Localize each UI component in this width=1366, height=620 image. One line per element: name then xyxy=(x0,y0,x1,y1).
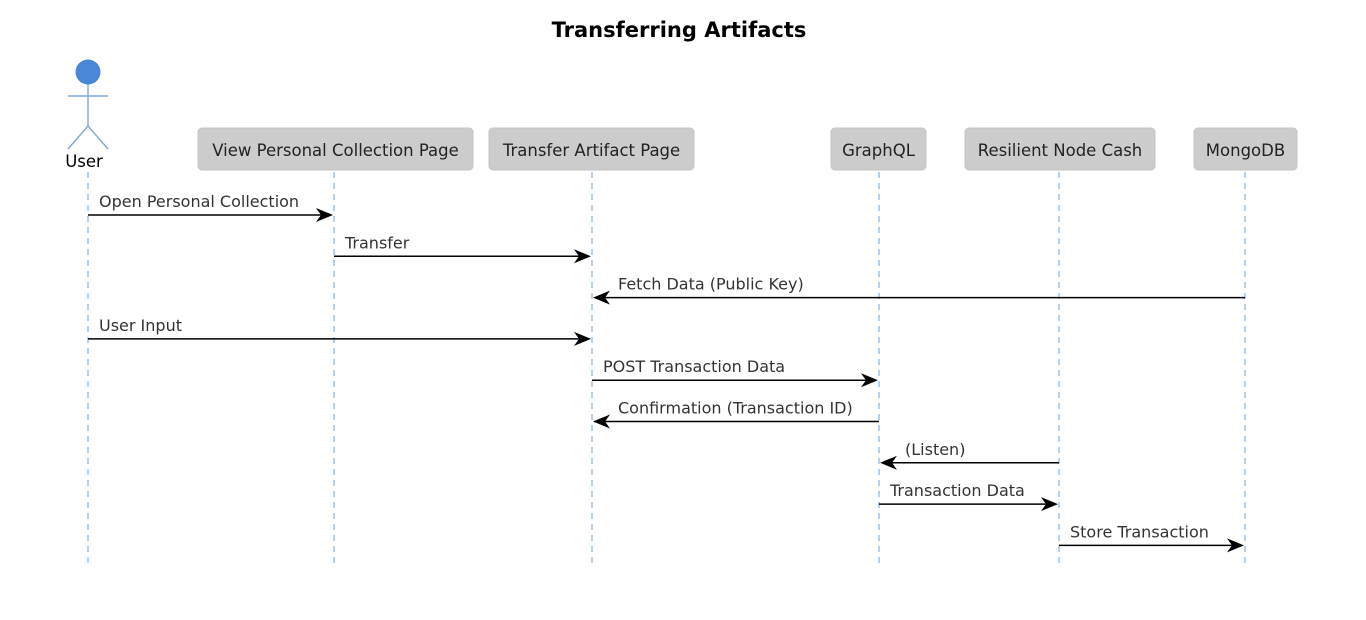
message-label: POST Transaction Data xyxy=(603,357,785,376)
message-label: Transaction Data xyxy=(889,481,1025,500)
participants: View Personal Collection Page Transfer Ar… xyxy=(197,127,1298,171)
message-label: Transfer xyxy=(344,233,410,252)
message-store-transaction: Store Transaction xyxy=(1059,522,1244,553)
message-label: Confirmation (Transaction ID) xyxy=(618,399,853,418)
message-label: (Listen) xyxy=(905,440,965,459)
actor-user: User xyxy=(65,59,109,171)
message-transfer: Transfer xyxy=(334,233,591,264)
arrowhead-icon xyxy=(880,455,897,470)
actor-head xyxy=(75,59,101,85)
participant-resilient-node-cash: Resilient Node Cash xyxy=(964,127,1156,171)
actor-right-leg xyxy=(87,125,109,150)
participant-label: Resilient Node Cash xyxy=(978,141,1143,160)
message-user-input: User Input xyxy=(88,316,591,346)
message-confirmation-transaction-id: Confirmation (Transaction ID) xyxy=(593,399,879,429)
arrowhead-icon xyxy=(593,414,610,429)
message-label: Fetch Data (Public Key) xyxy=(618,275,804,294)
participant-view-personal-collection-page: View Personal Collection Page xyxy=(197,127,474,171)
actor-left-leg xyxy=(67,125,89,150)
participant-label: GraphQL xyxy=(842,141,916,160)
participant-box xyxy=(830,127,927,171)
participant-box xyxy=(488,127,695,171)
arrowhead-icon xyxy=(1041,497,1058,512)
arrowhead-icon xyxy=(316,208,333,222)
message-open-personal-collection: Open Personal Collection xyxy=(88,192,333,222)
message-label: Store Transaction xyxy=(1070,522,1209,541)
message-post-transaction-data: POST Transaction Data xyxy=(592,357,878,388)
diagram-title: Transferring Artifacts xyxy=(552,18,807,42)
arrowhead-icon xyxy=(574,331,591,346)
participant-mongodb: MongoDB xyxy=(1193,127,1298,171)
arrowhead-icon xyxy=(593,290,610,305)
participant-label: View Personal Collection Page xyxy=(212,141,459,160)
participant-transfer-artifact-page: Transfer Artifact Page xyxy=(488,127,695,171)
arrowhead-icon xyxy=(861,373,878,388)
participant-box xyxy=(964,127,1156,171)
participant-graphql: GraphQL xyxy=(830,127,927,171)
arrowhead-icon xyxy=(574,249,591,264)
participant-box xyxy=(1193,127,1298,171)
participant-label: MongoDB xyxy=(1206,141,1285,160)
message-label: User Input xyxy=(99,316,182,335)
participant-box xyxy=(197,127,474,171)
message-fetch-data-public-key: Fetch Data (Public Key) xyxy=(593,275,1245,305)
actor-label: User xyxy=(65,152,103,171)
message-transaction-data: Transaction Data xyxy=(879,481,1058,512)
message-label: Open Personal Collection xyxy=(99,192,299,211)
message-listen: (Listen) xyxy=(880,440,1059,470)
arrowhead-icon xyxy=(1227,538,1244,553)
participant-label: Transfer Artifact Page xyxy=(502,141,680,160)
